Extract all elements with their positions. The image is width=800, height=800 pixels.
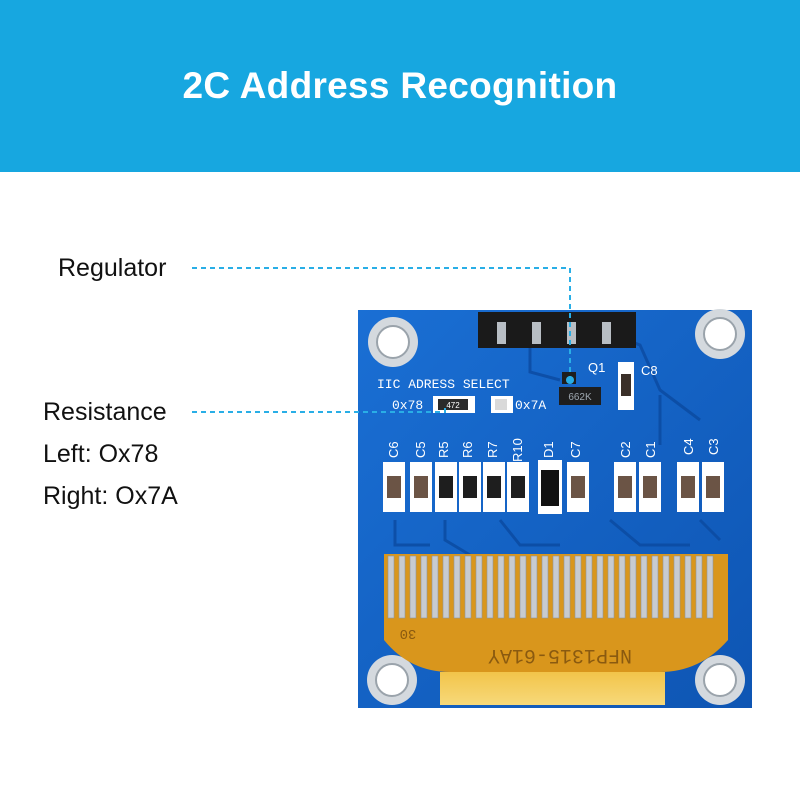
regulator-chip	[559, 387, 601, 405]
title-banner: 2C Address Recognition	[0, 0, 800, 172]
svg-text:30: 30	[400, 625, 417, 641]
svg-text:R7: R7	[485, 441, 500, 458]
resistance-label: Resistance	[43, 398, 167, 426]
mounting-holes	[367, 309, 745, 705]
svg-text:C5: C5	[413, 441, 428, 458]
svg-text:472: 472	[446, 401, 460, 410]
svg-text:C8: C8	[641, 363, 658, 378]
regulator-leader	[192, 267, 571, 378]
resistance-leader	[192, 404, 446, 413]
svg-text:C6: C6	[386, 441, 401, 458]
svg-text:662K: 662K	[568, 392, 592, 403]
silk-addr-right: 0x7A	[515, 398, 546, 413]
address-left-label: Left: Ox78	[43, 440, 159, 468]
flex-pins	[387, 555, 714, 619]
address-right-label: Right: Ox7A	[43, 482, 178, 510]
silk-addr-left: 0x78	[392, 398, 423, 413]
svg-text:C7: C7	[568, 441, 583, 458]
header-pins	[478, 312, 636, 348]
svg-text:R6: R6	[460, 441, 475, 458]
svg-text:R5: R5	[436, 441, 451, 458]
smd-components	[383, 460, 724, 514]
svg-text:R10: R10	[510, 438, 525, 462]
component-labels: C6 C5 R5 R6 R7 R10 D1 C7 C2 C1 C4 C3	[386, 438, 721, 462]
svg-text:C1: C1	[643, 441, 658, 458]
svg-text:C3: C3	[706, 438, 721, 455]
svg-text:D1: D1	[541, 441, 556, 458]
regulator-label: Regulator	[58, 254, 167, 282]
silk-iic-select: IIC ADRESS SELECT	[377, 377, 510, 392]
svg-text:C2: C2	[618, 441, 633, 458]
flex-marking: NFP1315-61AY	[488, 643, 632, 666]
svg-text:C4: C4	[681, 438, 696, 455]
leader-lines	[192, 267, 571, 413]
page-title: 2C Address Recognition	[182, 65, 618, 106]
svg-text:Q1: Q1	[588, 360, 605, 375]
